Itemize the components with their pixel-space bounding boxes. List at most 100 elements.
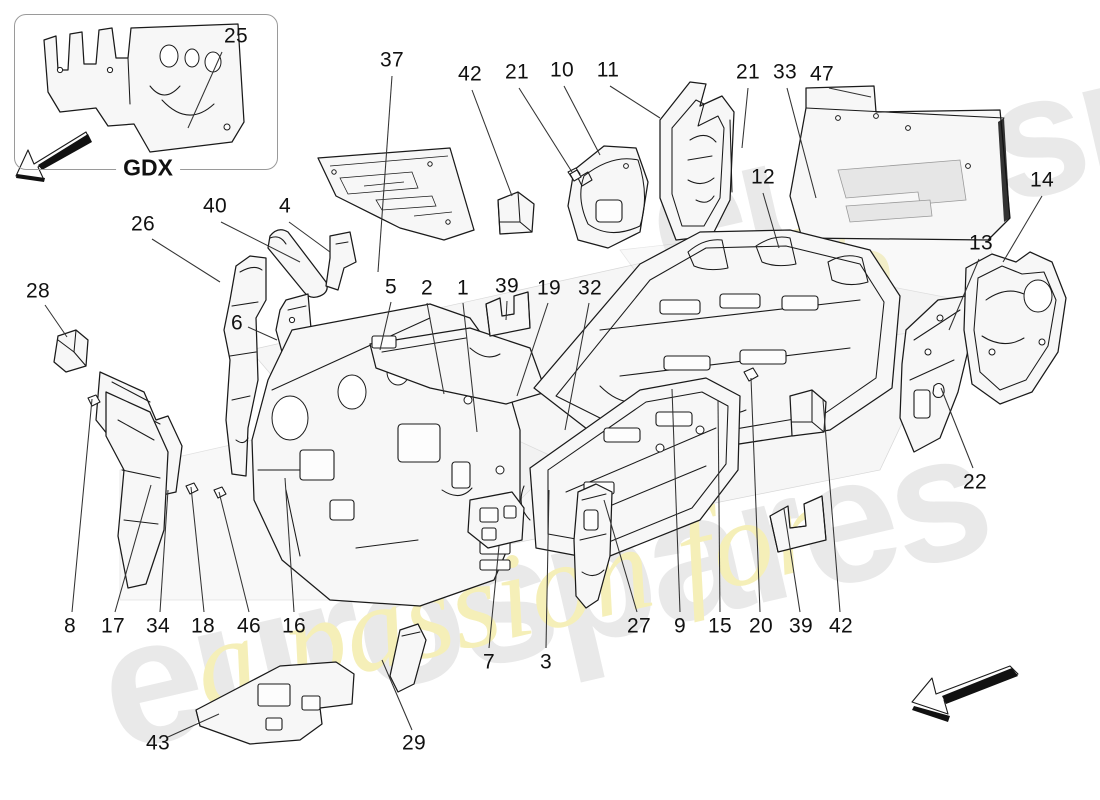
leader-line-8-23	[71, 398, 93, 613]
inset-direction-arrow	[15, 131, 92, 182]
callout-label-47-8: 47	[810, 62, 834, 86]
leader-line-2-18	[426, 302, 445, 395]
part-47-large-trim-mat	[789, 85, 1011, 241]
callout-label-32-22: 32	[578, 276, 602, 300]
callout-label-42-36: 42	[829, 614, 853, 638]
part-37-flat-panel	[317, 147, 475, 241]
callout-label-29-39: 29	[402, 731, 426, 755]
leader-line-5-17	[379, 301, 392, 351]
callout-label-16-28: 16	[282, 614, 306, 638]
leader-line-1-19	[462, 302, 478, 433]
part-2-upper-rail	[369, 327, 547, 405]
callout-label-34-25: 34	[146, 614, 170, 638]
callout-label-15-33: 15	[708, 614, 732, 638]
callout-label-6-16: 6	[231, 311, 243, 335]
callout-label-12-11: 12	[751, 165, 775, 189]
part-13-rear-arch-panel	[899, 295, 973, 453]
callout-label-39-35: 39	[789, 614, 813, 638]
callout-label-14-9: 14	[1030, 168, 1054, 192]
callout-label-37-1: 37	[380, 48, 404, 72]
part-42-block-upper	[497, 191, 535, 235]
leader-line-42-36	[822, 399, 841, 613]
part-22-clip	[932, 382, 945, 399]
callout-label-28-15: 28	[26, 279, 50, 303]
part-10-curved-shell	[567, 145, 649, 249]
part-46-clip	[213, 486, 227, 499]
part-26-pillar-insulation	[223, 255, 267, 477]
leader-line-4-13	[288, 221, 331, 253]
leader-line-10-4	[563, 85, 601, 156]
callout-label-2-18: 2	[421, 276, 433, 300]
leader-line-32-22	[564, 302, 590, 431]
gdx-inset-label: GDX	[116, 154, 180, 182]
leader-line-16-28	[284, 477, 295, 613]
callout-label-42-2: 42	[458, 62, 482, 86]
part-21-clip-left	[569, 169, 582, 182]
leader-line-46-27	[218, 491, 250, 613]
callout-label-22-37: 22	[963, 470, 987, 494]
leader-line-3-30	[545, 489, 550, 649]
leader-line-43-38	[167, 713, 220, 738]
leader-line-39-35	[783, 508, 801, 613]
part-20-clip	[743, 367, 759, 382]
leader-line-21-6	[741, 87, 749, 149]
part-34-left-insulation-panel	[105, 391, 169, 589]
part-27-pillar-inner	[573, 483, 613, 609]
leader-line-20-34	[750, 377, 761, 613]
callout-label-3-30: 3	[540, 650, 552, 674]
callout-label-21-3: 21	[505, 60, 529, 84]
leader-line-34-25	[159, 489, 169, 613]
leader-line-39-20	[505, 300, 508, 321]
callout-label-46-27: 46	[237, 614, 261, 638]
callout-label-9-32: 9	[674, 614, 686, 638]
leader-line-17-24	[114, 484, 152, 613]
leader-line-28-15	[44, 304, 68, 338]
leader-line-42-2	[471, 89, 513, 197]
callout-label-4-13: 4	[279, 194, 291, 218]
callout-label-43-38: 43	[146, 731, 170, 755]
leader-line-25-0	[187, 51, 223, 129]
callout-label-13-10: 13	[969, 231, 993, 255]
leader-line-14-9	[1002, 195, 1043, 263]
leader-line-9-32	[671, 388, 681, 613]
leader-line-22-37	[940, 387, 974, 469]
leader-line-13-10	[948, 258, 980, 331]
leader-line-15-33	[717, 399, 721, 613]
part-18-clip	[185, 482, 199, 495]
leader-line-6-16	[247, 326, 278, 341]
part-25-bracket-panel	[43, 23, 245, 153]
part-28-wedge-block	[53, 329, 89, 373]
callout-label-5-17: 5	[385, 275, 397, 299]
leader-line-12-11	[762, 192, 780, 249]
leader-line-27-31	[603, 499, 638, 613]
part-8-small-clip	[87, 394, 101, 407]
part-29-curved-trim	[389, 623, 427, 693]
callout-label-1-19: 1	[457, 276, 469, 300]
part-42-block-lower	[789, 389, 827, 437]
leader-line-29-39	[381, 659, 413, 731]
callout-label-8-23: 8	[64, 614, 76, 638]
callout-label-18-26: 18	[191, 614, 215, 638]
part-4-angled-bracket	[325, 231, 357, 291]
leader-line-11-5	[609, 85, 661, 119]
callout-label-33-7: 33	[773, 60, 797, 84]
callout-label-10-4: 10	[550, 58, 574, 82]
callout-label-39-20: 39	[495, 274, 519, 298]
page-direction-arrow	[911, 665, 1019, 722]
leader-line-18-26	[190, 486, 205, 613]
leader-line-21-3	[518, 87, 573, 173]
callout-label-25-0: 25	[224, 24, 248, 48]
callout-label-21-6: 21	[736, 60, 760, 84]
leader-line-7-29	[488, 545, 500, 649]
part-11-structural-member	[659, 81, 735, 241]
callout-label-7-29: 7	[483, 650, 495, 674]
callout-label-26-14: 26	[131, 212, 155, 236]
callout-label-17-24: 17	[101, 614, 125, 638]
leader-line-19-21	[516, 302, 549, 397]
leader-line-40-12	[220, 221, 301, 263]
callout-label-40-12: 40	[203, 194, 227, 218]
callout-label-27-31: 27	[627, 614, 651, 638]
